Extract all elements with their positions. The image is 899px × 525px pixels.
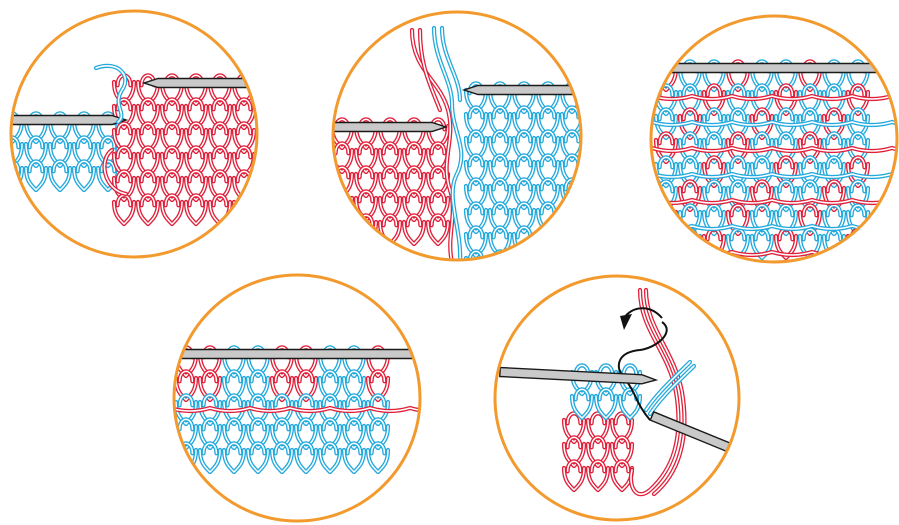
stitch-outline [562, 203, 582, 232]
curved-arrow-head-icon [620, 314, 632, 330]
knitting-needle-top [650, 64, 899, 73]
knitting-needle-top [170, 350, 430, 359]
stitch-outline [656, 229, 676, 258]
stitch-outline [538, 251, 558, 280]
knitting-needle-left [0, 116, 126, 125]
knit-stitch [562, 227, 582, 256]
knit-stitch [538, 251, 558, 280]
knitting-needle-icon [650, 64, 899, 73]
knitting-needle-icon [330, 123, 446, 132]
knitting-needle-icon [0, 116, 126, 125]
panel-1 [0, 11, 262, 257]
knitting-needle-icon [650, 412, 740, 452]
knitting-needle-diagonal [650, 412, 740, 452]
stitch-outline [562, 227, 582, 256]
red-knit-fabric [564, 413, 632, 490]
stitch-core [656, 229, 676, 258]
knitting-needle-icon [170, 350, 430, 359]
stitch-core [562, 251, 582, 280]
stitch-core [538, 251, 558, 280]
red-knit-fabric [332, 119, 448, 244]
stitch-core [514, 251, 534, 280]
stitch-outline [562, 251, 582, 280]
red-working-yarn-outline [631, 290, 679, 494]
panel-4 [170, 275, 450, 521]
knit-stitch [538, 227, 558, 256]
knit-stitch [656, 229, 676, 258]
panel-5 [495, 276, 740, 520]
knit-stitch [562, 203, 582, 232]
stitch-outline [514, 251, 534, 280]
carried-floats [170, 408, 450, 411]
knit-stitch [332, 215, 352, 244]
red-knit-fabric [114, 75, 254, 224]
knit-stitch [514, 251, 534, 280]
panel-3 [650, 16, 899, 262]
blue-knit-fabric [466, 83, 582, 280]
stitch-outline [332, 215, 352, 244]
stitch-core [562, 203, 582, 232]
stitch-core [332, 215, 352, 244]
stitch-outline [538, 227, 558, 256]
panel-2 [330, 12, 588, 280]
stitch-core [538, 227, 558, 256]
knit-stitch [562, 251, 582, 280]
knitting-needle-left [330, 123, 446, 132]
stitch-core [562, 227, 582, 256]
